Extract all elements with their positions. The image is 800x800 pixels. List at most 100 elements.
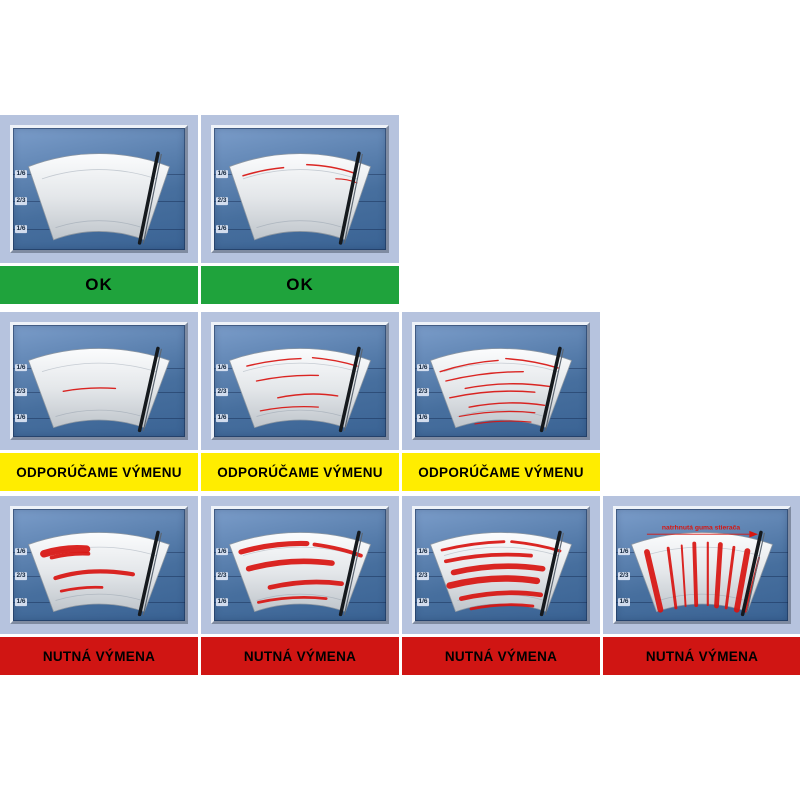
wear-streak	[450, 563, 546, 576]
wear-streak	[440, 540, 506, 552]
wiper-blade	[137, 151, 162, 245]
windshield-panel: 1/6 2/3 1/6	[10, 125, 188, 253]
wiper-blade	[740, 530, 765, 617]
wear-streak	[59, 585, 104, 593]
swept-glass-area	[429, 348, 573, 429]
wiper-condition-cell: 1/6 2/3 1/6	[402, 312, 600, 491]
wear-streak	[666, 546, 678, 610]
wiper-blade	[137, 530, 162, 617]
wiper-condition-cell: 1/6 2/3 1/6	[201, 115, 399, 304]
wear-streak	[267, 579, 344, 590]
glass-reflection-arc	[55, 220, 143, 229]
wear-streak	[335, 178, 358, 184]
status-label: NUTNÁ VÝMENA	[444, 648, 558, 664]
wear-streak	[714, 542, 723, 609]
glass-reflection-arc	[242, 362, 358, 373]
wear-streak	[242, 166, 285, 177]
wear-streak	[245, 558, 335, 572]
status-bar: ODPORÚČAME VÝMENU	[402, 453, 600, 491]
wiper-swipe-area	[429, 346, 573, 433]
zone-label-top: 1/6	[216, 363, 229, 372]
wear-streak	[238, 540, 310, 555]
windshield-panel: 1/6 2/3 1/6	[211, 506, 389, 624]
wear-streak	[257, 595, 328, 604]
swept-glass-area	[228, 153, 372, 241]
wear-streaks	[242, 163, 358, 184]
windshield-view: 1/6 2/3 1/6	[201, 115, 399, 263]
swept-glass-area	[228, 532, 372, 613]
windshield-view: 1/6 2/3 1/6	[402, 496, 600, 634]
zone-label-middle: 2/3	[618, 572, 631, 581]
glass-reflection-arc	[55, 409, 143, 417]
wear-streak	[62, 387, 117, 392]
wiper-swipe-area: natrhnutá guma stierača	[630, 525, 774, 617]
status-label: NUTNÁ VÝMENA	[243, 648, 357, 664]
wear-streak	[446, 575, 541, 589]
windshield-panel: 1/6 2/3 1/6	[211, 322, 389, 440]
glass-reflection-arc	[256, 409, 344, 417]
windshield-panel: 1/6 2/3 1/6	[211, 125, 389, 253]
windshield-view: 1/6 2/3 1/6	[0, 115, 198, 263]
status-bar: ODPORÚČAME VÝMENU	[0, 453, 198, 491]
wiper-swipe-area	[228, 151, 372, 245]
glass-reflection-arc	[256, 593, 344, 601]
wear-streaks	[40, 544, 135, 593]
wear-streak	[474, 420, 532, 425]
zone-label-bottom: 1/6	[15, 598, 28, 606]
wear-streak	[644, 549, 664, 613]
windshield-panel: 1/6 2/3 1/6	[412, 506, 590, 624]
wear-streak	[449, 390, 536, 399]
wiper-condition-cell: 1/6 2/3 1/6	[0, 115, 198, 304]
status-bar: NUTNÁ VÝMENA	[603, 637, 800, 675]
status-bar: OK	[201, 266, 399, 304]
wiper-condition-cell: 1/6 2/3 1/6	[201, 312, 399, 491]
zone-label-bottom: 1/6	[417, 414, 430, 422]
wear-streak	[53, 569, 135, 581]
zone-label-bottom: 1/6	[216, 414, 229, 422]
zone-label-top: 1/6	[216, 547, 229, 556]
wear-streak	[464, 383, 552, 390]
glass-reflection-arc	[242, 169, 358, 180]
glass-reflection-arc	[41, 169, 157, 180]
wear-streak	[49, 551, 91, 560]
chart-row: 1/6 2/3 1/6	[0, 115, 800, 304]
wear-streaks	[246, 356, 358, 412]
wear-streak	[680, 544, 687, 607]
status-label: ODPORÚČAME VÝMENU	[16, 464, 182, 480]
wear-streak	[259, 406, 319, 412]
status-label: ODPORÚČAME VÝMENU	[217, 464, 383, 480]
wear-streak	[458, 410, 536, 418]
zone-label-middle: 2/3	[417, 388, 430, 397]
note-arrow-head	[749, 530, 759, 538]
chart-row: 1/6 2/3 1/6	[0, 496, 800, 675]
zone-label-middle: 2/3	[216, 197, 229, 206]
status-label: NUTNÁ VÝMENA	[645, 648, 759, 664]
note-text: natrhnutá guma stierača	[662, 525, 741, 532]
zone-label-bottom: 1/6	[618, 598, 631, 606]
wear-streak	[458, 590, 544, 601]
wear-streak	[505, 357, 559, 369]
wiper-blade	[137, 346, 162, 433]
glass-reflection-arc	[242, 546, 358, 557]
status-label: ODPORÚČAME VÝMENU	[418, 464, 584, 480]
glass-reflection-arc	[457, 409, 545, 417]
zone-label-middle: 2/3	[216, 388, 229, 397]
status-label: OK	[286, 275, 314, 294]
zone-label-bottom: 1/6	[417, 598, 430, 606]
zone-label-top: 1/6	[15, 547, 28, 556]
zone-label-bottom: 1/6	[15, 225, 28, 234]
wiper-swipe-area	[429, 530, 573, 617]
wear-streak	[306, 163, 354, 174]
windshield-view: 1/6 2/3 1/6	[201, 312, 399, 450]
wiper-blade	[338, 151, 363, 245]
status-bar: NUTNÁ VÝMENA	[0, 637, 198, 675]
status-label: OK	[85, 275, 113, 294]
wiper-blade	[338, 530, 363, 617]
zone-label-middle: 2/3	[15, 572, 28, 581]
glass-reflection-arc	[55, 593, 143, 601]
glass-reflection-arc	[443, 546, 559, 557]
windshield-panel: 1/6 2/3 1/6	[10, 506, 188, 624]
wear-streak	[311, 356, 358, 367]
wiper-condition-cell: 1/6 2/3 1/6	[0, 312, 198, 491]
wear-streak	[439, 359, 499, 373]
